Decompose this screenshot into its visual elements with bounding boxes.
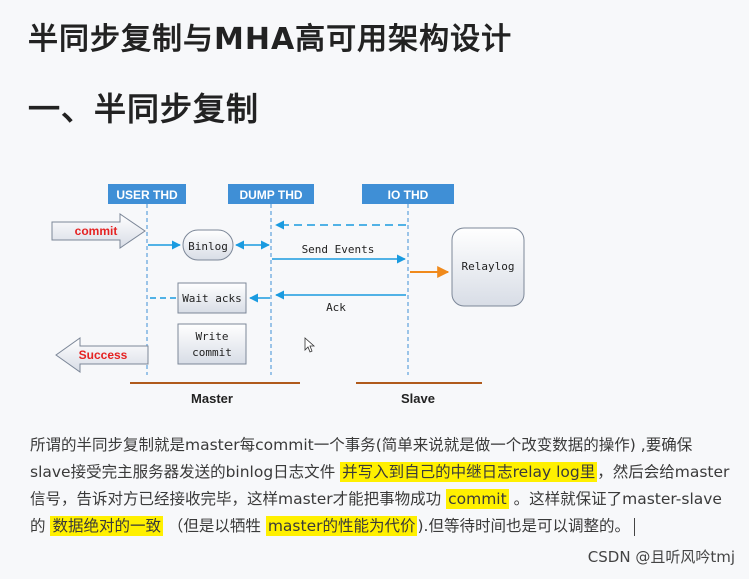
svg-text:Wait acks: Wait acks: [182, 292, 242, 305]
relaylog-node: Relaylog: [451, 227, 525, 307]
svg-text:Write: Write: [195, 330, 228, 343]
highlight-commit: commit: [446, 489, 509, 509]
thread-header-dump: DUMP THD: [228, 184, 314, 204]
thread-header-user: USER THD: [108, 184, 186, 204]
highlight-relay-log: 并写入到自己的中继日志relay log里: [340, 462, 598, 482]
highlight-master-performance: master的性能为代价: [265, 516, 418, 536]
page-title: 半同步复制与MHA高可用架构设计: [28, 22, 513, 57]
master-label: Master: [191, 391, 233, 406]
svg-text:Success: Success: [79, 348, 128, 362]
watermark: CSDN @且听风吟tmj: [587, 548, 735, 566]
svg-text:IO THD: IO THD: [388, 188, 429, 202]
svg-text:commit: commit: [192, 346, 232, 359]
highlight-data-consistency: 数据绝对的一致: [50, 516, 163, 536]
svg-text:commit: commit: [75, 224, 118, 238]
para-text-5: ).但等待时间也是可以调整的。: [417, 517, 630, 535]
thread-header-io: IO THD: [362, 184, 454, 204]
para-text-1: 所谓的半同步复制就是master每commit一个事务(简单来说就是做一个改变数…: [30, 436, 693, 481]
svg-text:USER THD: USER THD: [116, 188, 178, 202]
slave-label: Slave: [401, 391, 435, 406]
diagram-svg: USER THD DUMP THD IO THD commit Success …: [51, 184, 525, 406]
explanation-paragraph: 所谓的半同步复制就是master每commit一个事务(简单来说就是做一个改变数…: [30, 432, 730, 540]
svg-text:Binlog: Binlog: [188, 240, 228, 253]
text-cursor: [633, 517, 635, 536]
semi-sync-diagram: USER THD DUMP THD IO THD commit Success …: [0, 170, 749, 420]
write-commit-node: Write commit: [177, 323, 247, 365]
ack-label: Ack: [326, 301, 346, 314]
section-heading: 一、半同步复制: [28, 90, 260, 128]
para-text-3: 。这样就保证了master-slave的: [30, 490, 722, 535]
success-arrow: Success: [55, 337, 149, 373]
binlog-node: Binlog: [182, 229, 234, 261]
svg-text:DUMP THD: DUMP THD: [239, 188, 302, 202]
send-events-label: Send Events: [302, 243, 375, 256]
svg-text:Relaylog: Relaylog: [462, 260, 515, 273]
wait-acks-node: Wait acks: [177, 282, 247, 314]
commit-arrow: commit: [51, 213, 146, 249]
mouse-cursor-icon: [304, 337, 316, 353]
para-text-2: ，然后会给master信号，告诉对方已经接收完毕，这样master才能把事物成功: [30, 463, 730, 508]
para-text-4: （但是以牺牲: [162, 517, 266, 535]
